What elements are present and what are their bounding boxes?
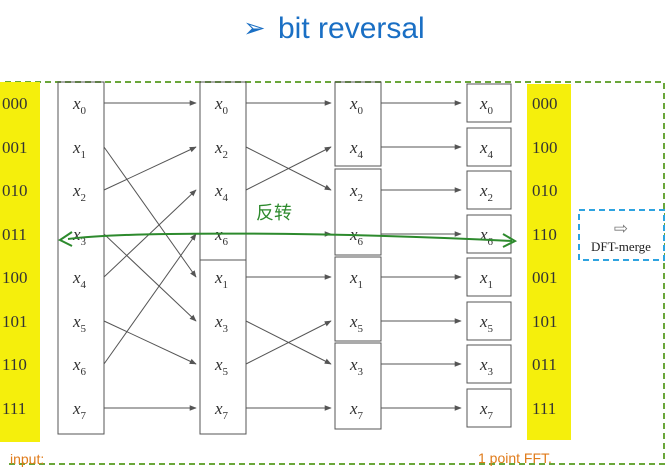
left-highlight	[0, 82, 40, 442]
node-label: x4	[349, 138, 364, 161]
col3-box-0	[466, 83, 512, 123]
node-label: x0	[72, 94, 87, 117]
col0-box	[57, 81, 105, 435]
node-label: x4	[72, 268, 87, 291]
node-label: x3	[479, 355, 494, 378]
node-label: x7	[349, 399, 364, 422]
node-label: x0	[214, 94, 229, 117]
left-binary-label: 110	[2, 355, 27, 374]
col2-box-0	[334, 81, 382, 167]
node-label: x6	[479, 225, 494, 248]
node-label: x1	[349, 268, 363, 291]
wire-1-x5	[245, 320, 332, 365]
col1-box-bottom	[199, 259, 247, 435]
title-text: bit reversal	[278, 12, 425, 45]
node-label: x6	[72, 355, 87, 378]
node-label: x4	[479, 138, 494, 161]
right-binary-label: 011	[532, 355, 557, 374]
diagram-node-labels: x0 x1 x2 x3 x4 x5 x6 x7 x0 x2 x4 x6 x1 x3 x5 x7 x0 x4 x2 x6…	[72, 94, 494, 422]
right-binary-label: 000	[532, 94, 558, 113]
right-binary-label: 010	[532, 181, 558, 200]
node-label: x2	[72, 181, 86, 204]
node-label: x5	[349, 312, 364, 335]
node-label: x7	[214, 399, 229, 422]
reverse-arrowhead-left	[58, 231, 73, 247]
col2-box-1	[334, 168, 382, 256]
right-binary-label: 001	[532, 268, 558, 287]
left-binary-labels: 000 001 010 011 100 101 110 111	[2, 94, 28, 418]
col3-box-2	[466, 170, 512, 210]
wire-0-x2	[103, 146, 197, 191]
right-binary-label: 110	[532, 225, 557, 244]
node-label: x3	[72, 225, 87, 248]
node-label: x5	[214, 355, 229, 378]
diagram-wires	[103, 100, 462, 411]
left-binary-label: 100	[2, 268, 28, 287]
wire-1-x4	[245, 146, 332, 191]
col3-box-4	[466, 257, 512, 297]
node-label: x6	[214, 225, 229, 248]
node-label: x2	[349, 181, 363, 204]
node-label: x1	[479, 268, 493, 291]
node-label: x0	[349, 94, 364, 117]
reverse-arrowhead-right	[502, 233, 518, 248]
node-label: x1	[214, 268, 228, 291]
node-label: x7	[72, 399, 87, 422]
right-highlight	[527, 84, 571, 440]
col3-box-6	[466, 344, 512, 384]
node-label: x3	[349, 355, 364, 378]
col2-box-2	[334, 256, 382, 342]
left-binary-label: 010	[2, 181, 28, 200]
dft-merge-label: DFT-merge	[591, 239, 651, 254]
page-title: ➢ bit reversal	[243, 12, 425, 45]
node-label: x2	[214, 138, 228, 161]
wire-0-x5	[103, 320, 197, 365]
col2-box-3	[334, 342, 382, 430]
output-note: 1 point FFT.	[478, 450, 552, 466]
bullet-icon: ➢	[243, 13, 266, 43]
node-label: x4	[214, 181, 229, 204]
dft-merge-box: ⇨ DFT-merge	[578, 209, 665, 261]
col3-box-7	[466, 388, 512, 428]
node-label: x7	[479, 399, 494, 422]
reverse-annotation: 反转	[58, 203, 518, 248]
node-label: x3	[214, 312, 229, 335]
node-label: x1	[72, 138, 86, 161]
col3-box-5	[466, 301, 512, 341]
right-binary-labels: 000 100 010 110 001 101 011 111	[532, 94, 558, 418]
node-label: x0	[479, 94, 494, 117]
node-label: x6	[349, 225, 364, 248]
node-label: x5	[479, 312, 494, 335]
merge-arrow-icon: ⇨	[614, 219, 628, 238]
right-binary-label: 101	[532, 312, 558, 331]
node-label: x2	[479, 181, 493, 204]
left-binary-label: 011	[2, 225, 27, 244]
left-binary-label: 000	[2, 94, 28, 113]
wire-0-x3	[103, 233, 197, 322]
left-binary-label: 101	[2, 312, 28, 331]
reverse-arrow	[67, 232, 513, 242]
col3-box-3	[466, 214, 512, 254]
dashed-frame	[5, 81, 665, 465]
right-binary-label: 100	[532, 138, 558, 157]
wire-0-x1	[103, 146, 197, 278]
col3-box-1	[466, 127, 512, 167]
wire-0-x6	[103, 233, 197, 365]
right-binary-label: 111	[532, 399, 556, 418]
left-binary-label: 001	[2, 138, 28, 157]
input-note: input:	[10, 451, 44, 467]
node-label: x5	[72, 312, 87, 335]
left-binary-label: 111	[2, 399, 26, 418]
diagram-boxes	[57, 81, 512, 435]
reverse-note: 反转	[256, 203, 292, 223]
